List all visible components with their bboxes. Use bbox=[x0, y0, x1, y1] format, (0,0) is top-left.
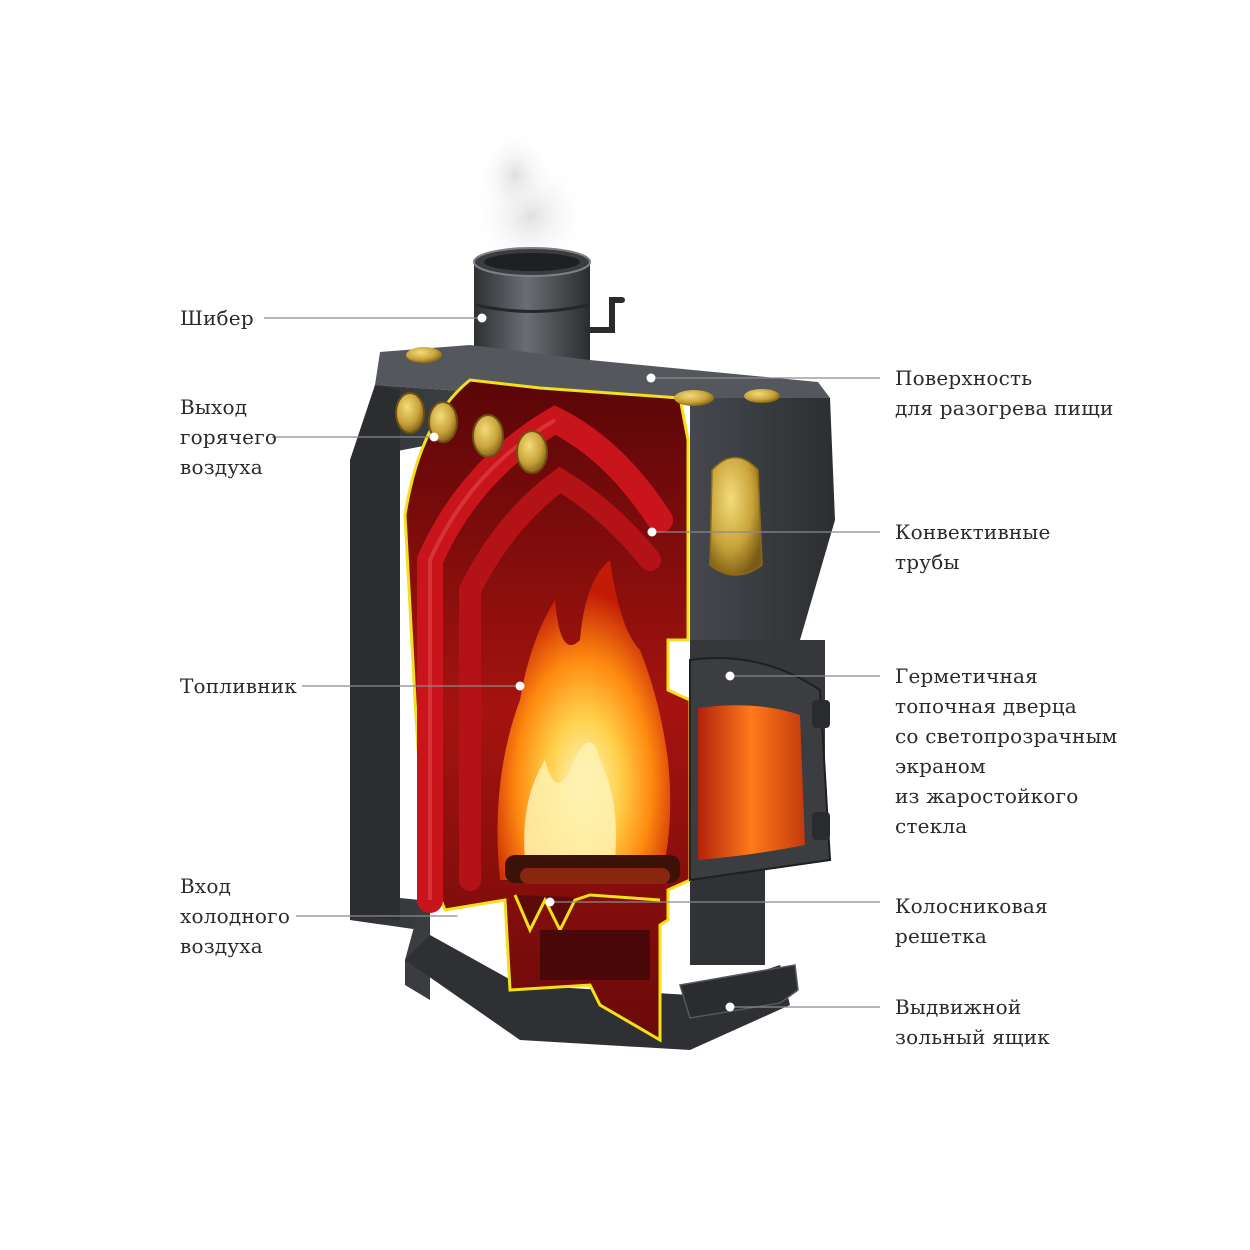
label-grate: Колосниковая решетка bbox=[895, 894, 1048, 948]
ash-zone bbox=[540, 930, 650, 980]
convection-pipe bbox=[459, 466, 661, 891]
door-hinge bbox=[812, 700, 830, 728]
hot-air-outlet bbox=[472, 414, 504, 458]
ash-drawer bbox=[679, 964, 799, 1019]
smoke-puff bbox=[477, 130, 553, 220]
label-firebox: Топливник bbox=[180, 674, 297, 698]
label-ash-drawer: Выдвижной зольный ящик bbox=[895, 995, 1050, 1049]
pointer-dot bbox=[515, 681, 525, 691]
label-cooking-surface: Поверхность для разогрева пищи bbox=[895, 366, 1114, 420]
hot-air-outlet bbox=[406, 347, 442, 363]
brass-nameplate bbox=[709, 456, 763, 576]
label-cold-air-inlet: Вход холодного воздуха bbox=[180, 874, 291, 958]
hot-air-outlet bbox=[744, 389, 780, 403]
pointer-dot bbox=[429, 432, 439, 442]
hot-air-outlet bbox=[428, 401, 458, 443]
pointer-dot bbox=[477, 313, 487, 323]
door-hinge bbox=[812, 812, 830, 840]
hot-air-outlet bbox=[674, 390, 714, 406]
hot-air-outlet bbox=[395, 392, 425, 434]
pointer-dot bbox=[725, 671, 735, 681]
label-sealed-door: Герметичная топочная дверца со светопроз… bbox=[895, 664, 1118, 838]
label-shiber: Шибер bbox=[180, 306, 254, 330]
pointer-dot bbox=[457, 911, 467, 921]
label-hot-air-outlet: Выход горячего воздуха bbox=[180, 395, 278, 479]
hot-air-outlet bbox=[516, 430, 548, 474]
door-glass bbox=[698, 705, 805, 860]
label-convection-pipes: Конвективные трубы bbox=[895, 520, 1051, 574]
pointer-dot bbox=[647, 527, 657, 537]
damper-handle bbox=[585, 297, 625, 333]
pointer-dot bbox=[545, 897, 555, 907]
pointer-dot bbox=[646, 373, 656, 383]
pointer-dot bbox=[725, 1002, 735, 1012]
